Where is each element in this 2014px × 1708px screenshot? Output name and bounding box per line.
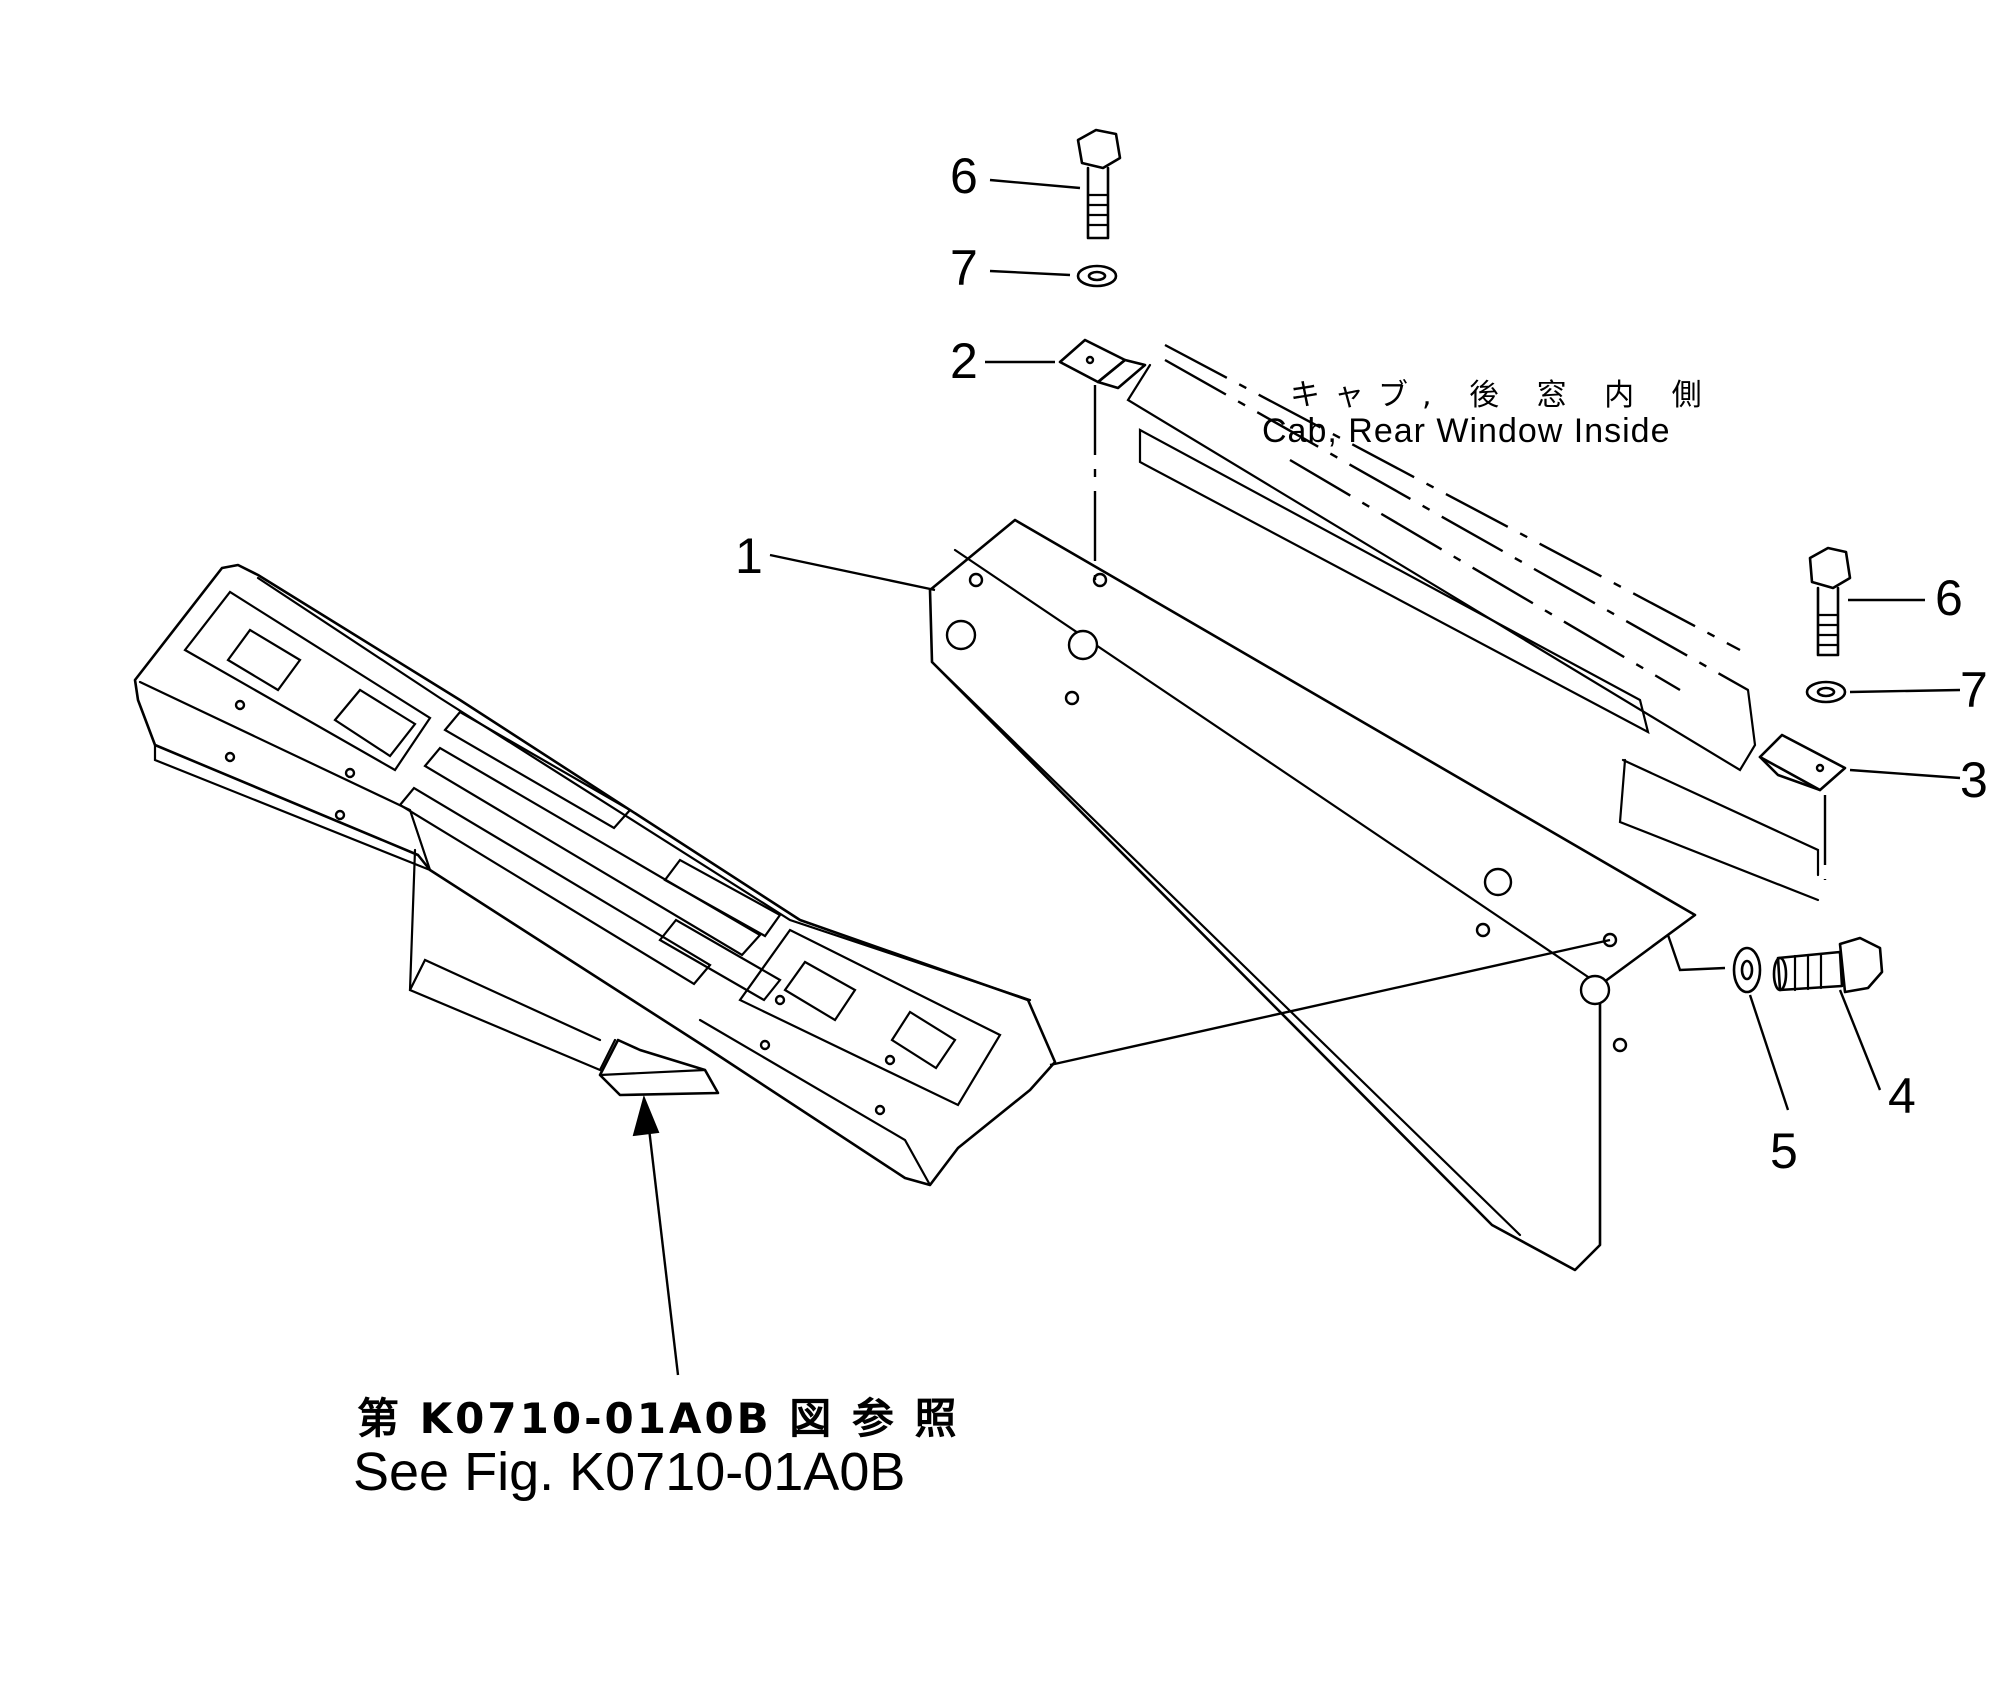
callout-2: 2 [950,333,978,389]
part-1-bracket [928,518,1697,1272]
callout-6-top: 6 [950,148,978,204]
leader-lines [769,178,1961,1111]
callout-5: 5 [1770,1123,1798,1179]
callout-4: 4 [1888,1068,1916,1124]
note-cab-rear-window-jp: キャブ, 後 窓 内 側 [1290,378,1716,413]
cab-rear-window-phantom [1126,343,1820,902]
part-7-washer-right [1805,680,1847,704]
note-cab-rear-window-en: Cab, Rear Window Inside [1262,412,1671,450]
note-see-fig-jp: 第 K0710-01A0B 図 参 照 [357,1394,960,1443]
part-7-washer-top [1076,264,1118,288]
note-see-fig-en: See Fig. K0710-01A0B [353,1442,905,1502]
part-3-plate [1758,733,1847,880]
callout-3: 3 [1960,752,1988,808]
dashboard-panel [133,563,1057,1187]
part-2-plate [1058,338,1147,580]
callout-1: 1 [735,528,763,584]
part-6-bolt-right [1808,546,1852,657]
callout-7-right: 7 [1960,662,1988,718]
callout-6-right: 6 [1935,570,1963,626]
callout-7-top: 7 [950,240,978,296]
see-figure-arrow [632,1094,680,1376]
part-5-washer [1732,946,1762,994]
part-4-bolt [1772,936,1884,994]
part-6-bolt-top [1076,128,1122,240]
